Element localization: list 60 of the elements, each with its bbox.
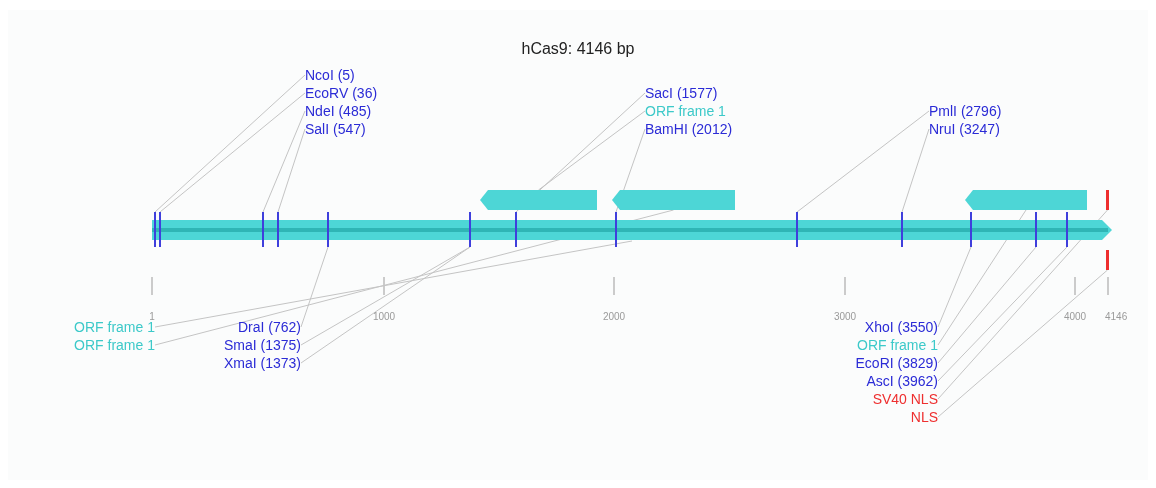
axis-tick-label: 4000 bbox=[1063, 311, 1087, 322]
site-mark bbox=[970, 212, 972, 247]
site-label: XhoI (3550) bbox=[864, 319, 938, 335]
leader-line bbox=[937, 269, 1108, 418]
site-label: SmaI (1375) bbox=[223, 337, 301, 353]
axis-tick-label: 1000 bbox=[372, 311, 396, 322]
axis-tick-label: 4146 bbox=[1105, 311, 1128, 322]
leader-line bbox=[277, 128, 306, 213]
site-label: BamHI (2012) bbox=[645, 121, 733, 137]
site-label: PmlI (2796) bbox=[929, 103, 1002, 119]
nls-mark bbox=[1106, 250, 1109, 270]
map-title: hCas9: 4146 bp bbox=[521, 40, 635, 57]
leader-line bbox=[937, 246, 1037, 364]
site-mark bbox=[327, 212, 329, 247]
feature-label: ORF frame 1 bbox=[74, 337, 155, 353]
axis-tick-label: 2000 bbox=[602, 311, 626, 322]
site-mark bbox=[615, 212, 617, 247]
site-label: NruI (3247) bbox=[929, 121, 1000, 137]
feature-label: NLS bbox=[910, 409, 938, 425]
site-mark bbox=[901, 212, 903, 247]
feature-label: SV40 NLS bbox=[872, 391, 938, 407]
site-label: DraI (762) bbox=[237, 319, 301, 335]
site-mark bbox=[154, 212, 156, 247]
site-label: SalI (547) bbox=[305, 121, 366, 137]
site-mark bbox=[262, 212, 264, 247]
feature-label: ORF frame 1 bbox=[645, 103, 726, 119]
site-label: EcoRI (3829) bbox=[855, 355, 938, 371]
site-label: NdeI (485) bbox=[305, 103, 372, 119]
site-label: AscI (3962) bbox=[866, 373, 938, 389]
site-mark bbox=[796, 212, 798, 247]
leader-line bbox=[300, 246, 471, 364]
feature-label: ORF frame 1 bbox=[74, 319, 155, 335]
site-mark bbox=[277, 212, 279, 247]
leader-line bbox=[154, 240, 633, 328]
site-mark bbox=[1066, 212, 1068, 247]
axis-tick-label: 3000 bbox=[833, 311, 857, 322]
leader-line bbox=[937, 246, 972, 328]
leader-line bbox=[154, 74, 306, 213]
leader-line bbox=[159, 92, 306, 213]
site-label: XmaI (1373) bbox=[223, 355, 301, 371]
site-mark bbox=[159, 212, 161, 247]
orf-feature bbox=[480, 190, 597, 210]
nls-mark bbox=[1106, 190, 1109, 210]
axis-tick-label: 1 bbox=[149, 311, 155, 322]
orf-feature bbox=[965, 190, 1087, 210]
leader-line bbox=[262, 110, 306, 213]
site-mark bbox=[469, 212, 471, 247]
site-label: SacI (1577) bbox=[645, 85, 718, 101]
site-mark bbox=[1035, 212, 1037, 247]
leader-line bbox=[901, 128, 930, 213]
leader-line bbox=[300, 246, 329, 328]
orf-feature bbox=[612, 190, 735, 210]
feature-label: ORF frame 1 bbox=[857, 337, 938, 353]
leader-line bbox=[937, 246, 1068, 382]
site-label: EcoRV (36) bbox=[305, 85, 378, 101]
sequence-track bbox=[152, 219, 1112, 241]
site-mark bbox=[515, 212, 517, 247]
leader-line bbox=[538, 110, 646, 191]
site-label: NcoI (5) bbox=[305, 67, 355, 83]
leader-line bbox=[796, 110, 930, 213]
